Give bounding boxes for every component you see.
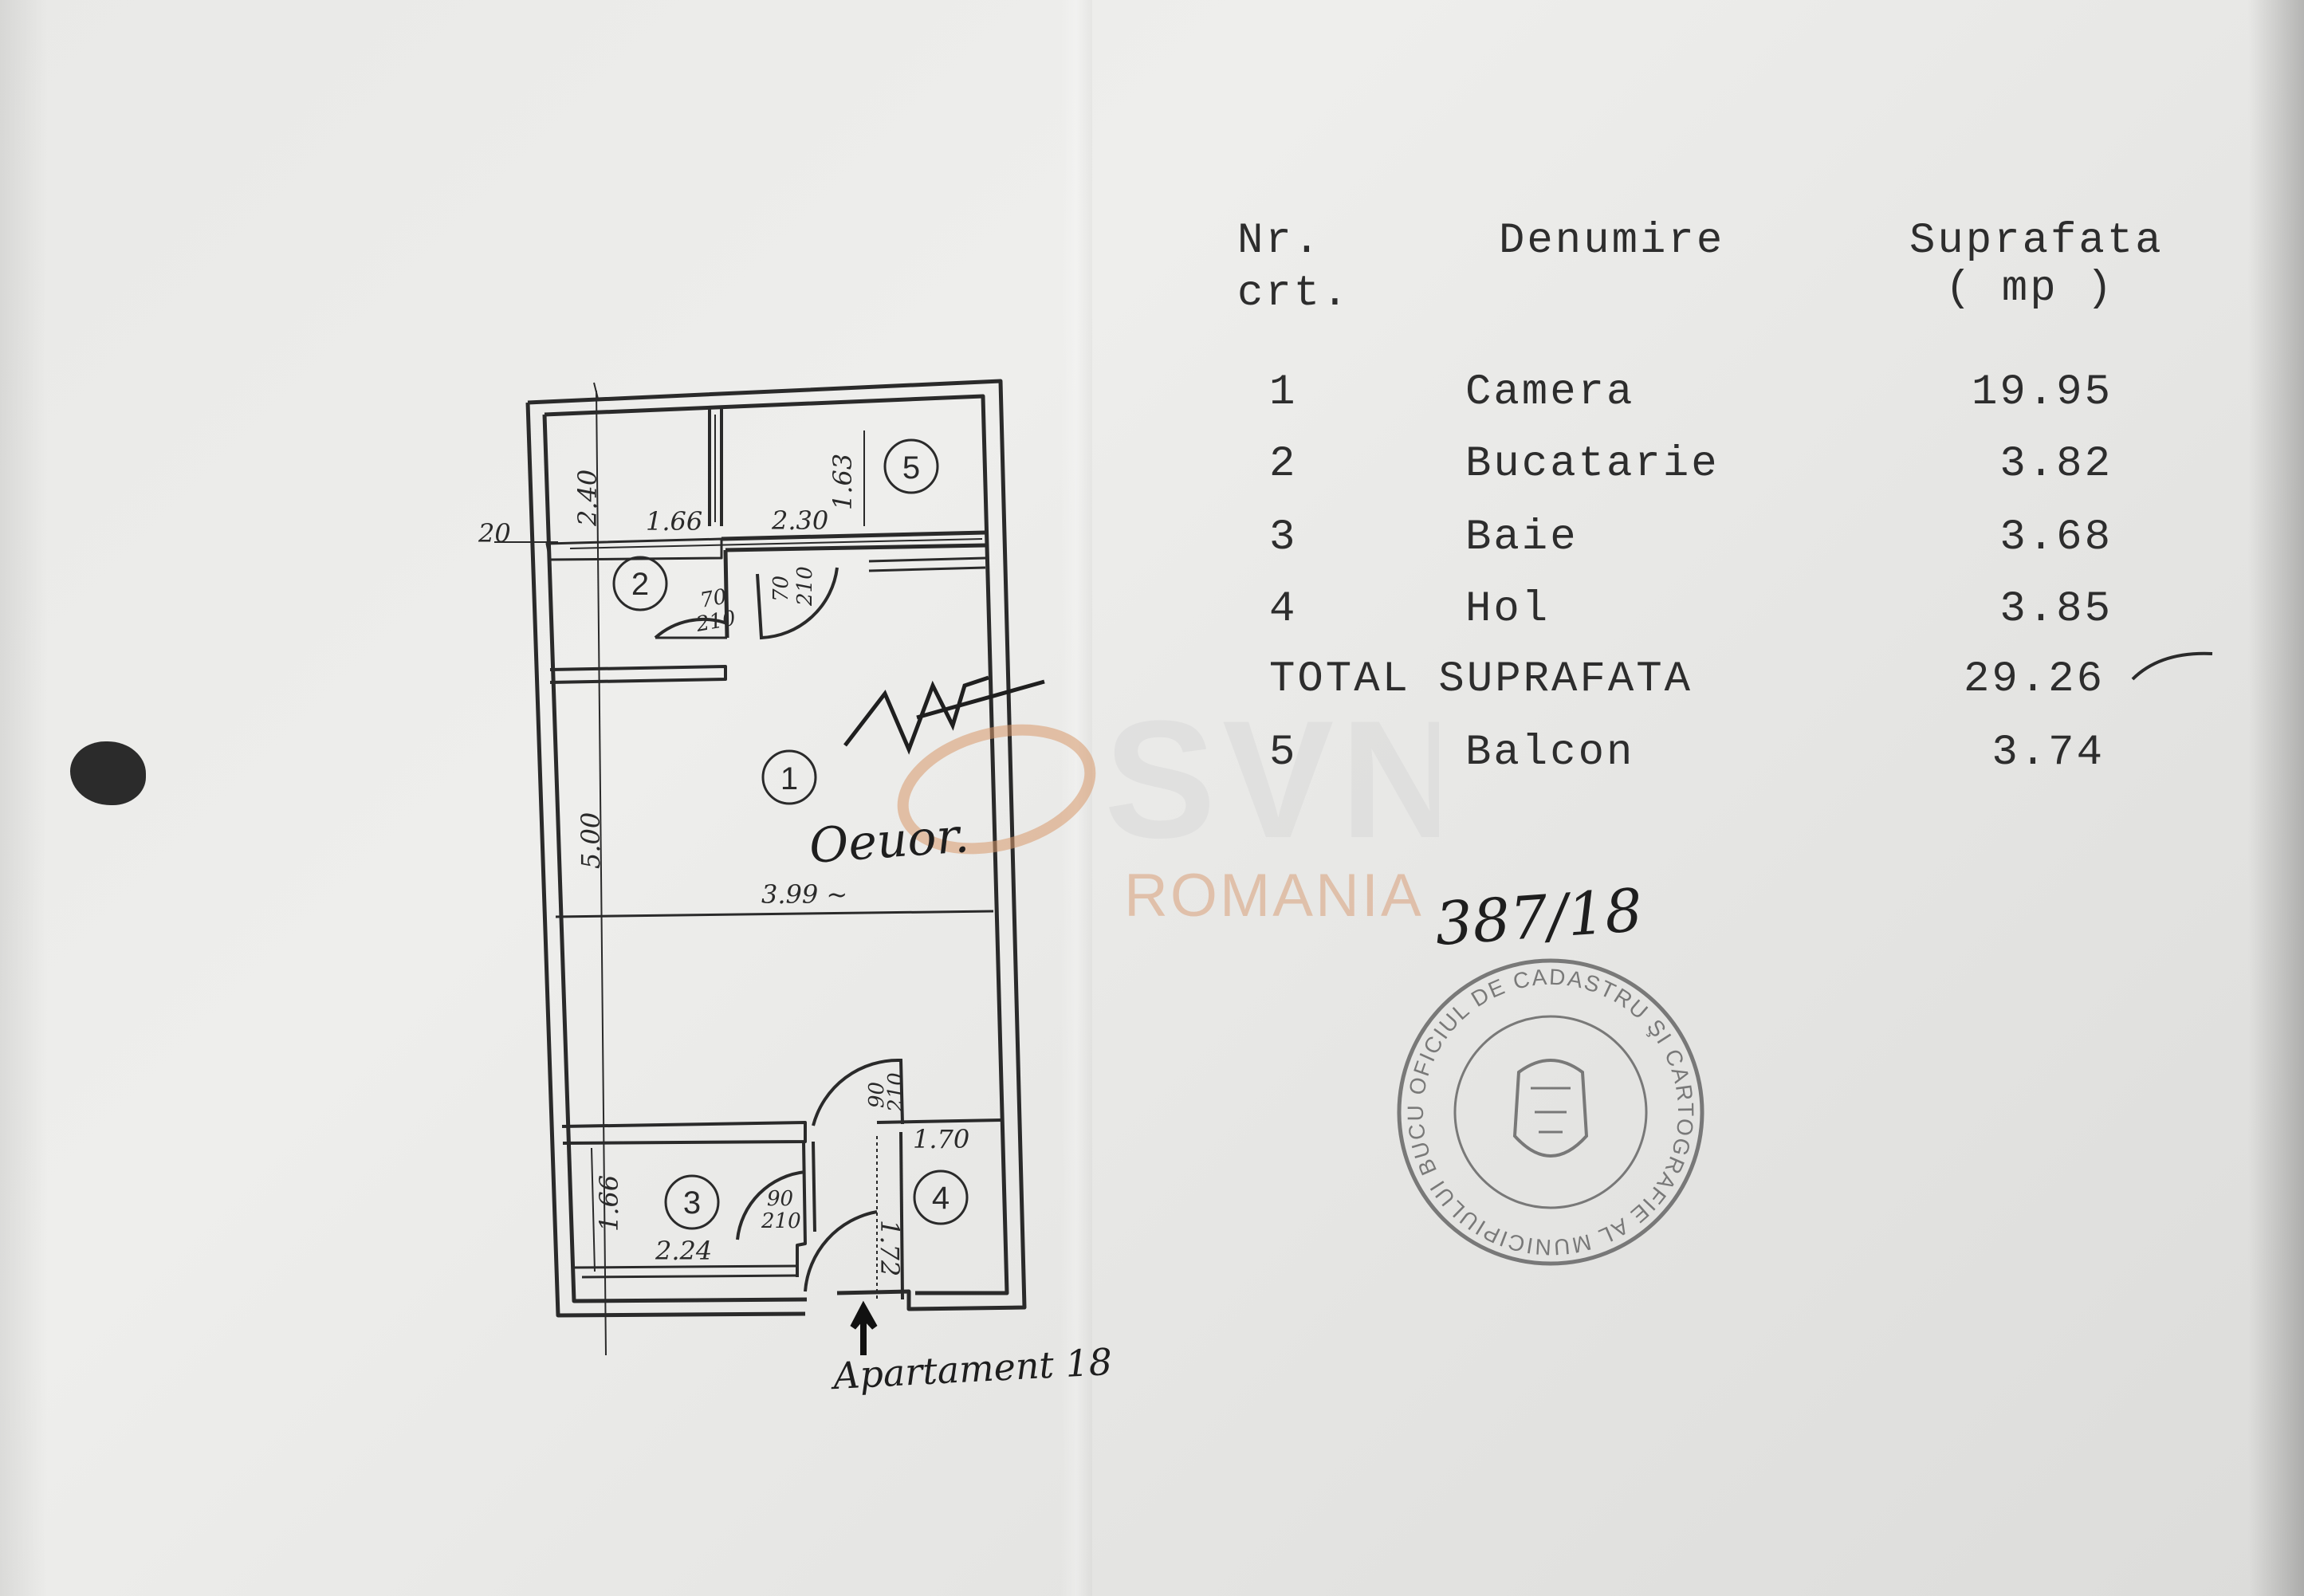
room-label-2: 2 <box>631 567 649 602</box>
svg-text:70: 70 <box>698 585 729 613</box>
official-stamp: OFICIUL DE CADASTRU ŞI CARTOGRAFIE AL MU… <box>1391 953 1704 1266</box>
total-area: 29.26 <box>1963 655 2105 704</box>
dim-20: 20 <box>478 518 511 548</box>
signature-label: Oeuor. <box>807 808 971 875</box>
paper-edge <box>2248 0 2304 1596</box>
door-arc-room <box>812 1058 904 1126</box>
room-circle-2 <box>612 556 668 611</box>
room-circle-4 <box>913 1169 969 1225</box>
room-label-3: 3 <box>683 1185 701 1221</box>
dim-172: 1.72 <box>875 1220 905 1276</box>
svg-text:210: 210 <box>884 1072 908 1113</box>
room-circle-3 <box>664 1174 720 1230</box>
svg-text:90: 90 <box>767 1187 793 1211</box>
door-arc-balcony <box>756 567 839 640</box>
dim-230: 2.30 <box>771 505 828 536</box>
watermark-country: ROMANIA <box>1124 862 1424 930</box>
total-label: TOTAL SUPRAFATA <box>1269 655 1693 704</box>
watermark-logo: SVN <box>897 702 1439 873</box>
row-area: 3.74 <box>1991 729 2105 777</box>
paper-shadow <box>0 0 48 1596</box>
svg-text:210: 210 <box>761 1209 801 1233</box>
header-crt: crt. <box>1237 269 1351 318</box>
reference-number: 387/18 <box>1433 876 1645 959</box>
row-area: 3.82 <box>1999 440 2113 489</box>
dim-163: 1.63 <box>828 454 858 510</box>
door-arc-kitchen <box>654 617 728 639</box>
door-arc-entry <box>804 1210 878 1292</box>
room-circle-1 <box>761 749 817 805</box>
dim-166-bottom: 1.66 <box>594 1175 624 1232</box>
svg-text:210: 210 <box>694 607 737 637</box>
room-label-1: 1 <box>780 761 798 796</box>
row-area: 3.68 <box>1999 513 2113 562</box>
svg-text:70: 70 <box>769 576 793 602</box>
room-circle-5 <box>883 438 939 494</box>
row-nr: 5 <box>1269 729 1298 777</box>
row-nr: 2 <box>1269 440 1298 489</box>
dim-399: 3.99 ~ <box>761 879 847 910</box>
row-area: 3.85 <box>1999 585 2113 634</box>
dim-170: 1.70 <box>913 1124 969 1154</box>
check-mark <box>2131 651 2213 681</box>
entry-arrow <box>850 1300 878 1355</box>
row-name: Hol <box>1465 585 1551 634</box>
room-label-4: 4 <box>932 1181 950 1216</box>
row-name: Balcon <box>1465 729 1635 777</box>
ink-blot <box>70 741 146 805</box>
room-label-5: 5 <box>902 450 920 485</box>
row-area: 19.95 <box>1971 368 2113 417</box>
svg-text:90: 90 <box>865 1082 889 1108</box>
door-arc-bath <box>736 1170 806 1240</box>
row-nr: 4 <box>1269 585 1298 634</box>
row-name: Bucatarie <box>1465 440 1720 489</box>
signature-scribble <box>843 675 1045 755</box>
header-mp: ( mp ) <box>1945 265 2115 313</box>
header-suprafata: Suprafata <box>1909 217 2164 265</box>
outer-wall-right <box>527 379 1027 1311</box>
svg-text:210: 210 <box>793 566 817 607</box>
row-name: Baie <box>1465 513 1579 562</box>
row-name: Camera <box>1465 368 1635 417</box>
dim-166-top: 1.66 <box>646 506 702 537</box>
svg-text:SVN: SVN <box>1104 702 1439 873</box>
row-nr: 3 <box>1269 513 1298 562</box>
dim-500: 5.00 <box>576 812 606 869</box>
header-denumire: Denumire <box>1499 217 1725 265</box>
outer-wall-left <box>525 402 806 1318</box>
dim-240: 2.40 <box>572 470 603 527</box>
header-nr: Nr. <box>1237 217 1323 265</box>
dim-224: 2.24 <box>655 1236 712 1266</box>
row-nr: 1 <box>1269 368 1298 417</box>
